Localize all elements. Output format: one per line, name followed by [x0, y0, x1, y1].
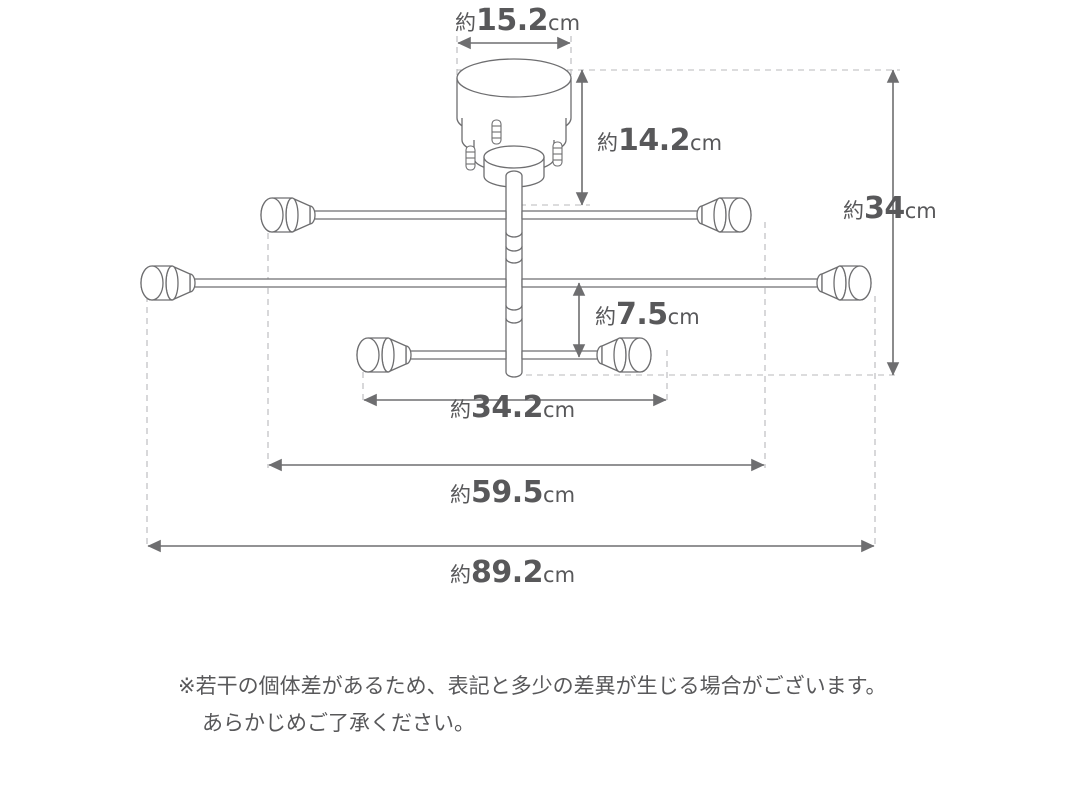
dim-unit: cm: [667, 305, 700, 329]
dim-label-long-arm-span: 約89.2cm: [450, 558, 575, 588]
dim-value: 15.2: [476, 3, 549, 38]
disclaimer-note: ※若干の個体差があるため、表記と多少の差異が生じる場合がございます。 あらかじめ…: [178, 668, 1018, 742]
dim-value: 14.2: [618, 123, 691, 158]
dim-label-total-height: 約34cm: [843, 194, 937, 224]
dim-label-mid-arm-span: 約59.5cm: [450, 478, 575, 508]
dim-label-short-arm-span: 約34.2cm: [450, 393, 575, 423]
dim-prefix: 約: [450, 398, 471, 422]
dim-label-lower-arm-drop: 約7.5cm: [595, 300, 700, 330]
guide-lines: [146, 36, 900, 548]
dim-prefix: 約: [843, 199, 864, 223]
dim-value: 89.2: [471, 555, 544, 590]
dim-prefix: 約: [450, 483, 471, 507]
dim-unit: cm: [690, 131, 723, 155]
dim-unit: cm: [543, 398, 576, 422]
dim-unit: cm: [904, 199, 937, 223]
disclaimer-line-1: ※若干の個体差があるため、表記と多少の差異が生じる場合がございます。: [178, 674, 887, 698]
dim-value: 34.2: [471, 390, 544, 425]
dim-label-canopy-height: 約14.2cm: [597, 126, 722, 156]
dim-value: 59.5: [471, 475, 544, 510]
dim-prefix: 約: [595, 305, 616, 329]
fixture-body: [140, 58, 872, 378]
dimension-arrows: [147, 36, 900, 553]
dim-unit: cm: [543, 483, 576, 507]
dim-unit: cm: [543, 563, 576, 587]
dim-prefix: 約: [450, 563, 471, 587]
dim-value: 34: [864, 191, 905, 226]
dim-label-canopy-width: 約15.2cm: [455, 6, 580, 36]
dim-prefix: 約: [455, 11, 476, 35]
dim-value: 7.5: [616, 297, 668, 332]
disclaimer-line-2: あらかじめご了承ください。: [202, 710, 475, 735]
dim-unit: cm: [548, 11, 581, 35]
dim-prefix: 約: [597, 131, 618, 155]
